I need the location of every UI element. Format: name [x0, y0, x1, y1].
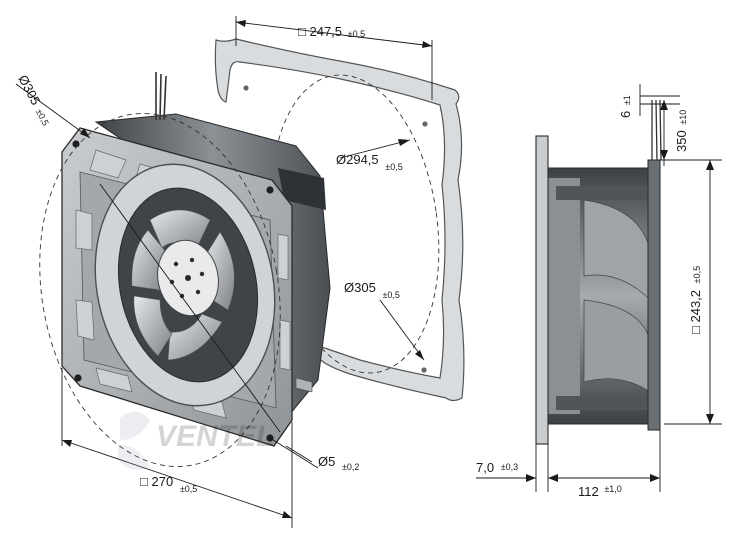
dim-width: □ 270 ±0,5 — [140, 474, 197, 494]
fan-side-view — [535, 99, 662, 445]
dim-depth: 112 ±1,0 — [578, 484, 622, 499]
dimension-lines — [15, 16, 722, 528]
dim-lead-length: 350 ±10 — [674, 110, 689, 152]
watermark-logo: VENTEL — [118, 411, 274, 470]
dim-diagonal-left: Ø305 ±0,5 — [15, 72, 54, 128]
dim-bolt-circle: Ø305 ±0,5 — [344, 280, 400, 300]
svg-text:VENTEL: VENTEL — [156, 420, 274, 453]
dim-inner-diameter: Ø294,5 ±0,5 — [336, 152, 403, 172]
fan-perspective — [39, 72, 331, 467]
dimension-labels: Ø305 ±0,5 □ 247,5 ±0,5 Ø294,5 ±0,5 Ø305 … — [15, 24, 703, 499]
dim-flange: 7,0 ±0,3 — [476, 460, 518, 475]
dim-hole: Ø5 ±0,2 — [318, 454, 359, 472]
dim-side-square: □ 243,2 ±0,5 — [688, 266, 703, 334]
dim-frame-square: □ 247,5 ±0,5 — [298, 24, 365, 39]
dim-lead-small: 6 ±1 — [618, 95, 633, 118]
